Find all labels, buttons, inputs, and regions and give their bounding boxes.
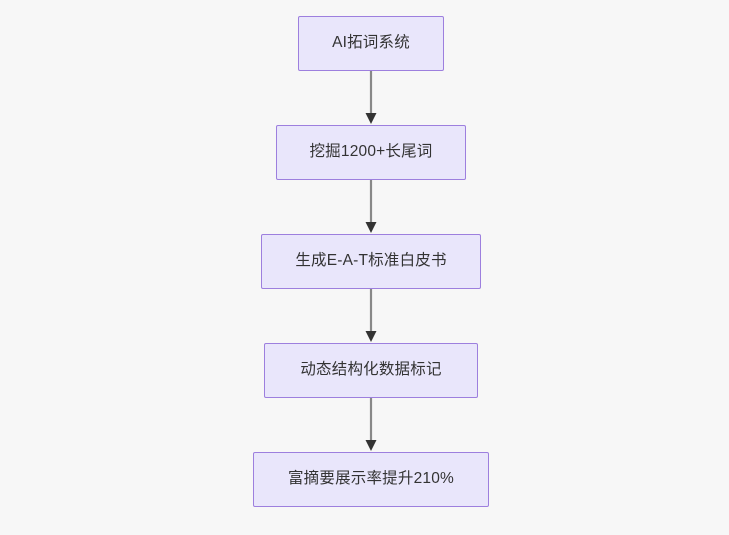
flow-node-label: 动态结构化数据标记 [300,361,442,379]
flow-node-n4[interactable]: 动态结构化数据标记 [264,343,478,398]
flow-node-n2[interactable]: 挖掘1200+长尾词 [276,125,466,180]
flow-node-label: 挖掘1200+长尾词 [309,143,433,161]
flow-edge-n4-n5 [359,398,383,452]
flow-node-label: AI拓词系统 [332,34,410,52]
flow-node-n5[interactable]: 富摘要展示率提升210% [253,452,489,507]
flow-node-n3[interactable]: 生成E-A-T标准白皮书 [261,234,481,289]
flow-node-label: 生成E-A-T标准白皮书 [295,252,447,270]
flow-edge-n1-n2 [359,71,383,125]
flow-node-n1[interactable]: AI拓词系统 [298,16,444,71]
flow-node-label: 富摘要展示率提升210% [287,470,455,488]
flow-edge-n3-n4 [359,289,383,343]
flow-edge-n2-n3 [359,180,383,234]
